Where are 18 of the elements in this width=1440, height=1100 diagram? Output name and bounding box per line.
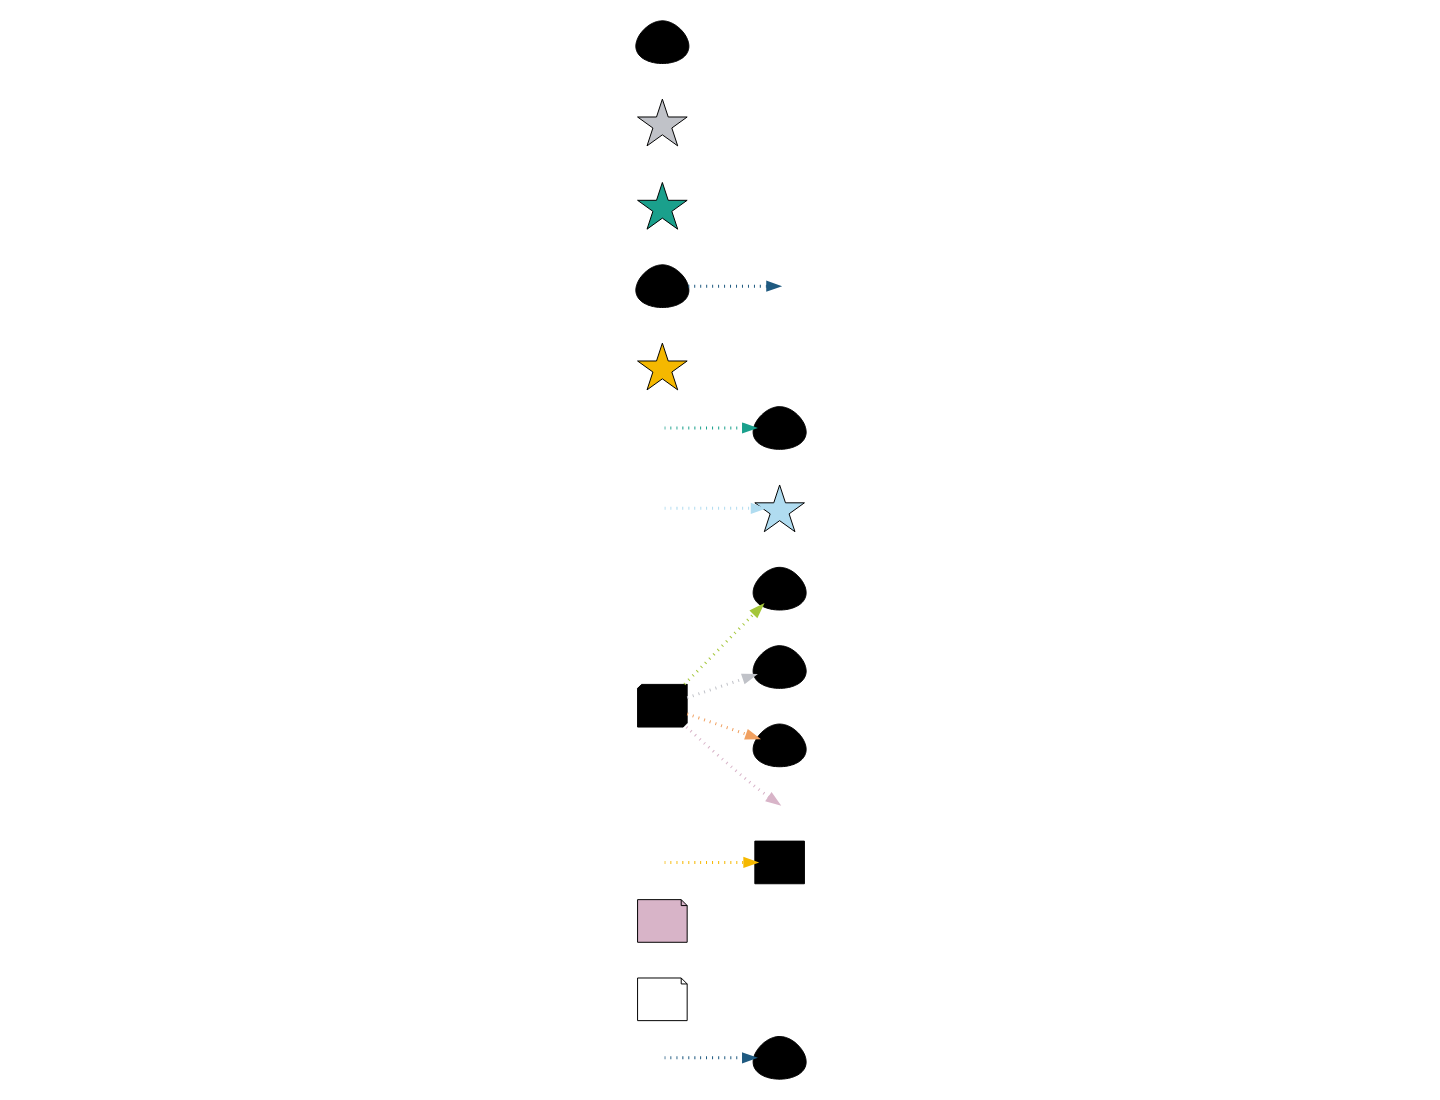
node-person	[634, 20, 689, 64]
arrow	[682, 603, 764, 686]
node-gear	[636, 342, 687, 391]
node-person	[751, 645, 806, 689]
node-person	[634, 264, 689, 308]
node-person	[751, 1036, 806, 1080]
node-gear	[636, 98, 687, 147]
node-person	[751, 406, 806, 450]
arrow	[685, 712, 760, 740]
node-gear	[753, 484, 804, 533]
arrow	[685, 673, 757, 700]
arrow	[684, 726, 781, 806]
node-building	[753, 840, 804, 885]
node-person	[751, 723, 806, 768]
arrow	[687, 280, 782, 292]
arrow	[663, 502, 766, 514]
node-gear	[636, 181, 687, 230]
node-person	[751, 566, 806, 611]
